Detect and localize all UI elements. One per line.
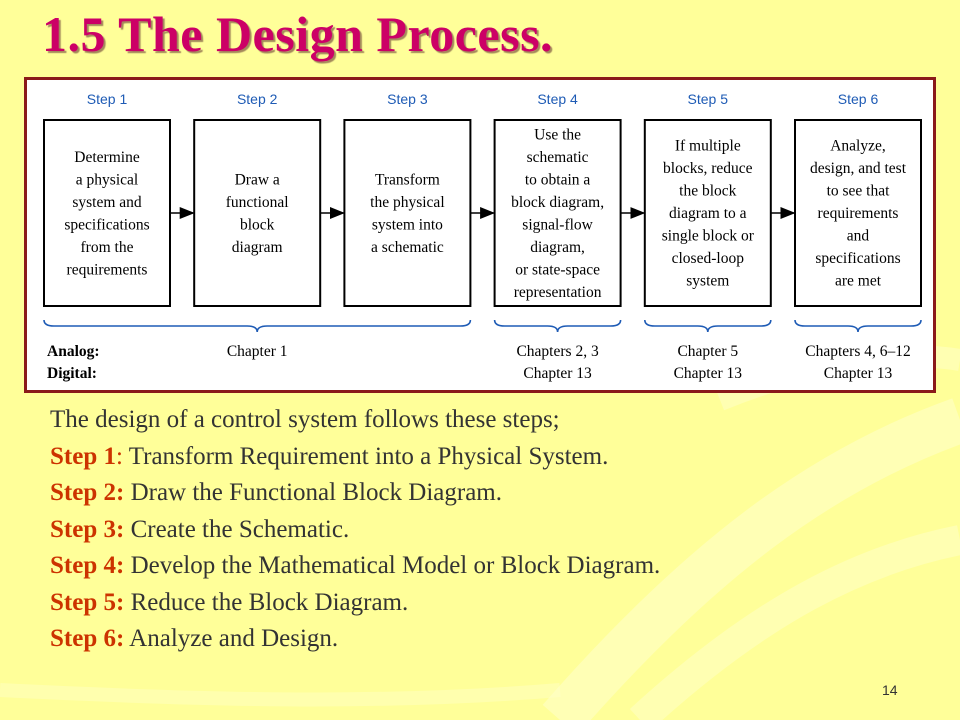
diagram-step-box — [794, 119, 922, 307]
diagram-step-text: system — [686, 273, 729, 290]
design-process-figure: Step 1 Determine a physical system and speci… — [24, 77, 936, 393]
diagram-brace — [644, 319, 772, 333]
diagram-step-label: Step 3 — [387, 91, 428, 107]
diagram-step-text: representation — [514, 284, 602, 301]
diagram-step-text: a physical — [76, 171, 138, 188]
step-2-label: Step 2: — [50, 479, 125, 506]
diagram-step-text: block diagram, — [511, 194, 604, 211]
diagram-chapter-digital: Chapter 13 — [674, 365, 743, 382]
diagram-step-text: design, and test — [810, 160, 907, 177]
diagram-step-label: Step 1 — [87, 91, 128, 107]
step-4-line: Step 4: Develop the Mathematical Model o… — [50, 548, 930, 585]
diagram-step-text: Determine — [74, 149, 140, 166]
step-3-label: Step 3: — [50, 515, 125, 543]
diagram-step-box — [493, 119, 622, 307]
diagram-step-text: single block or — [662, 228, 755, 245]
diagram-step-label: Step 4 — [537, 91, 578, 107]
step-5-text: Reduce the Block Diagram. — [124, 588, 409, 616]
step-6-text: Analyze and Design. — [124, 625, 339, 652]
step-5-label: Step 5: — [50, 588, 125, 616]
diagram-step-text: specifications — [815, 250, 900, 267]
step-1-line: Step 1: Transform Requirement into a Phy… — [50, 439, 930, 476]
diagram-step-text: diagram, — [530, 239, 585, 256]
diagram-chapter-analog: Chapter 5 — [677, 343, 738, 360]
diagram-brace — [43, 319, 472, 333]
diagram-chapter-digital: Chapter 13 — [523, 365, 592, 382]
diagram-step-text: are met — [835, 273, 882, 290]
diagram-step-text: functional — [226, 194, 289, 211]
diagram-step-text: Analyze, — [830, 138, 886, 155]
diagram-row-label-analog: Analog: — [47, 343, 100, 360]
step-2-line: Step 2: Draw the Functional Block Diagra… — [50, 475, 930, 512]
diagram-step-label: Step 5 — [688, 91, 729, 107]
step-4-label: Step 4: — [50, 552, 125, 579]
step-1-label: Step 1 — [50, 442, 116, 470]
diagram-step-text: block — [240, 216, 275, 233]
diagram-step-text: Draw a — [235, 171, 280, 188]
step-1-separator: : — [115, 442, 123, 470]
diagram-step-text: a schematic — [371, 239, 444, 256]
diagram-step-text: the block — [679, 183, 736, 200]
diagram-step-text: from the — [81, 239, 134, 256]
page-number: 14 — [882, 682, 898, 698]
diagram-brace — [493, 319, 622, 333]
diagram-step-box — [193, 119, 322, 307]
step-6-line: Step 6: Analyze and Design. — [50, 621, 930, 658]
diagram-chapter-analog: Chapters 2, 3 — [516, 343, 598, 360]
slide-title: 1.5 The Design Process. — [42, 6, 554, 62]
diagram-step-text: system and — [72, 194, 142, 211]
diagram-step-text: closed-loop — [672, 250, 745, 267]
diagram-step-text: requirements — [818, 205, 899, 222]
diagram-step-text: the physical — [370, 194, 444, 211]
diagram-step-text: requirements — [67, 261, 148, 278]
diagram-step-text: If multiple — [675, 138, 741, 155]
diagram-step-label: Step 6 — [838, 91, 879, 107]
diagram-step-text: Use the — [534, 126, 581, 143]
diagram-step-text: or state-space — [515, 261, 600, 278]
diagram-step-text: to see that — [827, 183, 891, 200]
step-1-text: Transform Requirement into a Physical Sy… — [122, 442, 609, 470]
diagram-step-text: and — [847, 228, 870, 245]
diagram-step-text: diagram to a — [669, 205, 747, 222]
diagram-step-text: blocks, reduce — [663, 160, 753, 177]
diagram-step-text: system into — [372, 216, 443, 233]
diagram-step-text: signal-flow — [522, 216, 593, 233]
step-2-text: Draw the Functional Block Diagram. — [124, 479, 502, 506]
design-process-diagram: Step 1 Determine a physical system and speci… — [43, 91, 922, 382]
diagram-step-text: Transform — [375, 171, 440, 188]
step-3-line: Step 3: Create the Schematic. — [50, 512, 930, 549]
diagram-chapter-digital: Chapter 13 — [824, 365, 893, 382]
diagram-step-box — [343, 119, 472, 307]
diagram-brace — [794, 319, 922, 333]
step-4-text: Develop the Mathematical Model or Block … — [124, 552, 661, 579]
diagram-chapter-analog: Chapters 4, 6–12 — [805, 343, 910, 360]
diagram-step-box — [43, 119, 171, 307]
diagram-row-label-digital: Digital: — [47, 365, 97, 382]
body-text: The design of a control system follows t… — [50, 402, 930, 658]
diagram-chapter-analog: Chapter 1 — [227, 343, 288, 360]
diagram-step-text: diagram — [232, 239, 283, 256]
step-5-line: Step 5: Reduce the Block Diagram. — [50, 585, 930, 622]
diagram-step-text: specifications — [64, 216, 149, 233]
diagram-step-label: Step 2 — [237, 91, 278, 107]
diagram-step-text: schematic — [527, 149, 589, 166]
diagram-step-text: to obtain a — [525, 171, 591, 188]
step-3-text: Create the Schematic. — [124, 515, 350, 543]
intro-line: The design of a control system follows t… — [50, 406, 560, 433]
step-6-label: Step 6: — [50, 625, 125, 652]
